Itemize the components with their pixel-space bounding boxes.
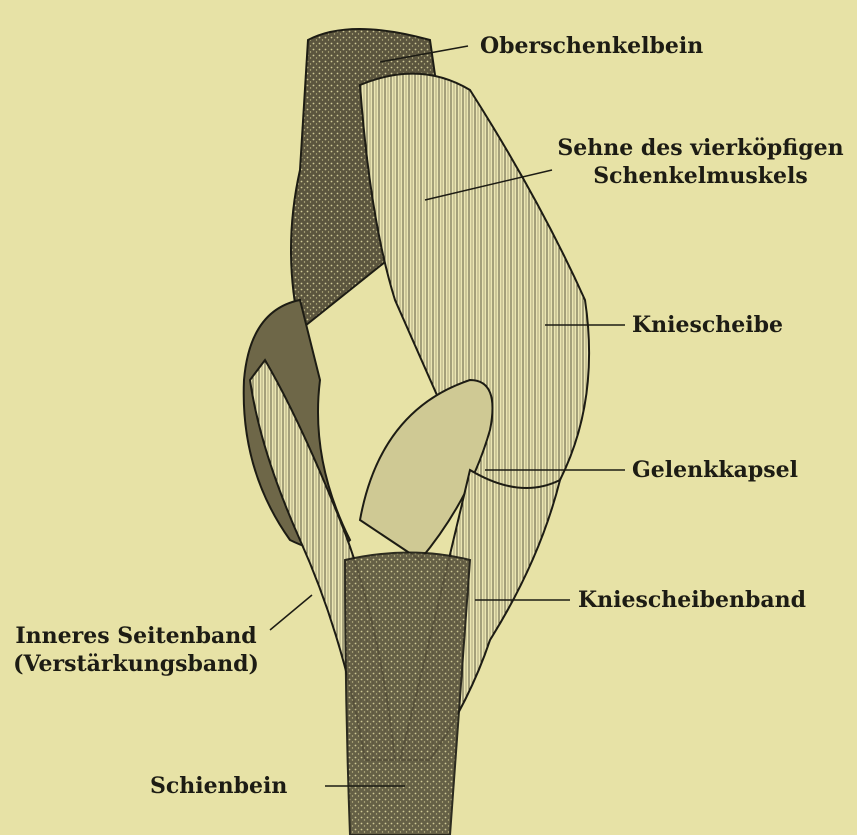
label-capsule: Gelenkkapsel <box>632 456 798 484</box>
label-tibia: Schienbein <box>150 772 287 800</box>
label-medial-ligament: Inneres Seitenband (Verstärkungsband) <box>2 622 270 678</box>
label-medial-ligament-line2: (Verstärkungsband) <box>2 650 270 678</box>
label-tendon-line2: Schenkelmuskels <box>548 162 853 190</box>
label-femur: Oberschenkelbein <box>480 32 703 60</box>
label-patella: Kniescheibe <box>632 311 783 339</box>
label-medial-ligament-line1: Inneres Seitenband <box>2 622 270 650</box>
label-tendon-line1: Sehne des vierköpfigen <box>548 134 853 162</box>
leader-line-medial-ligament <box>270 595 312 630</box>
label-patellar-ligament: Kniescheibenband <box>578 586 806 614</box>
label-tendon: Sehne des vierköpfigen Schenkelmuskels <box>548 134 853 190</box>
tibia-shape <box>345 553 470 835</box>
